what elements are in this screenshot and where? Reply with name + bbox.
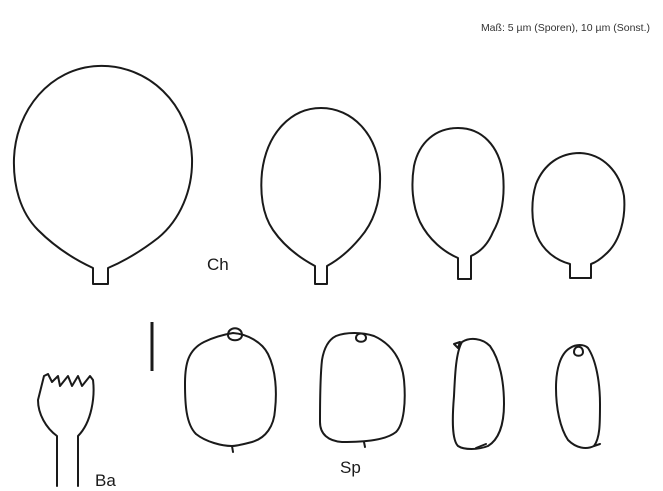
spore-2 — [320, 333, 405, 442]
spore-2-hilum — [364, 442, 365, 447]
basidium-group — [38, 374, 94, 486]
spore-4 — [556, 345, 600, 448]
label-ch: Ch — [207, 255, 229, 274]
cheilocystidium-small — [532, 153, 624, 278]
spore-2-apiculus — [356, 334, 366, 342]
cheilocystidium-medium — [261, 108, 380, 284]
label-sp: Sp — [340, 458, 361, 477]
spore-1 — [185, 333, 276, 446]
spore-4-apiculus — [574, 347, 583, 356]
spore-3 — [453, 339, 504, 449]
cheilocystidia-group — [14, 66, 624, 284]
scale-note: Maß: 5 µm (Sporen), 10 µm (Sonst.) — [481, 22, 650, 34]
basidium — [38, 374, 94, 486]
spore-1-hilum — [232, 446, 233, 452]
cheilocystidium-oval — [412, 128, 503, 279]
spores-group — [185, 328, 600, 452]
spore-3-apiculus — [454, 342, 460, 348]
cheilocystidium-large — [14, 66, 192, 284]
label-ba: Ba — [95, 471, 116, 490]
